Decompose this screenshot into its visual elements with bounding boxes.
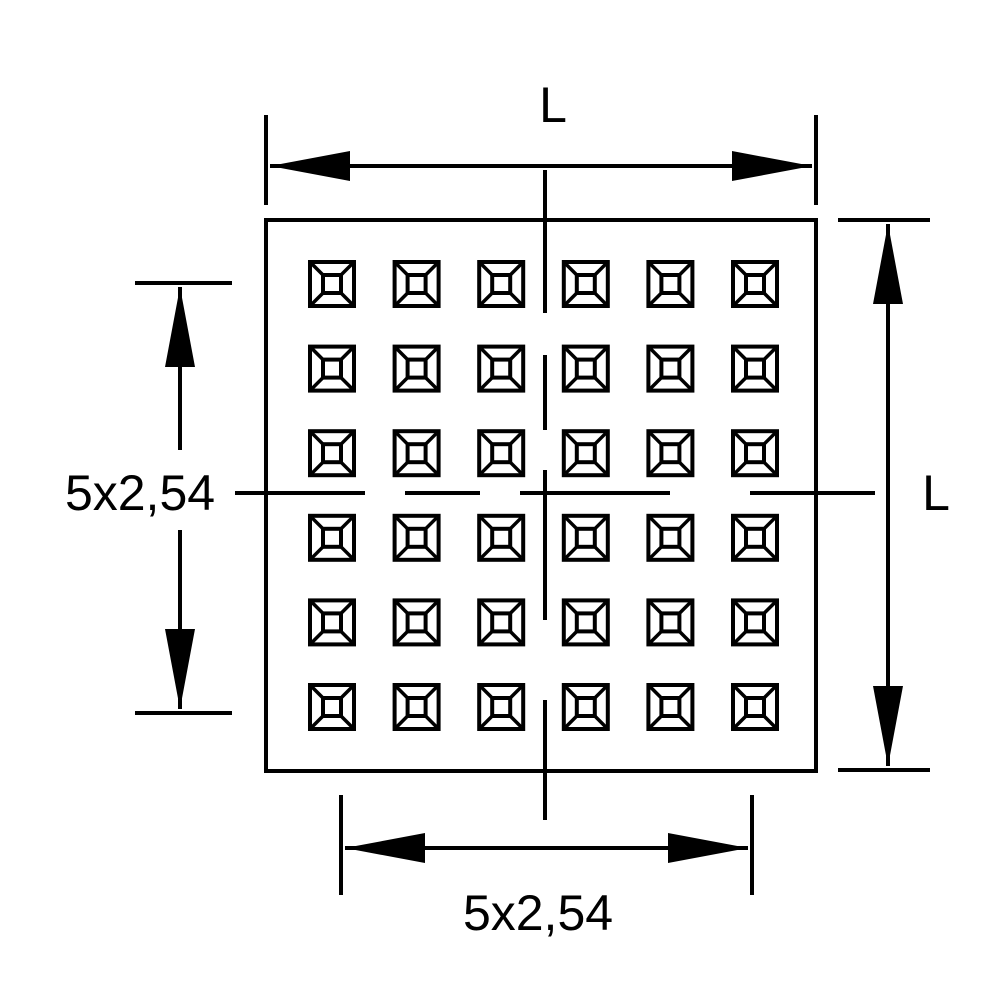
pad: [561, 344, 610, 393]
pad: [308, 683, 356, 731]
pad: [646, 598, 695, 647]
pad-grid: [308, 260, 779, 731]
pad: [646, 260, 695, 308]
pad: [731, 598, 779, 647]
pad: [477, 683, 526, 731]
pad: [477, 429, 526, 478]
pad: [561, 429, 610, 478]
pad: [561, 513, 610, 562]
bottom-dimension-label: 5x2,54: [463, 885, 613, 941]
top-dimension-label: L: [539, 77, 567, 133]
pad: [308, 260, 356, 308]
pad: [477, 260, 526, 308]
pad: [392, 429, 441, 478]
pad: [731, 260, 779, 308]
pad: [477, 344, 526, 393]
pad: [392, 513, 441, 562]
pad: [392, 260, 441, 308]
pad: [308, 344, 356, 393]
pad: [561, 683, 610, 731]
pad: [646, 429, 695, 478]
pad: [561, 598, 610, 647]
pad: [308, 598, 356, 647]
pad: [308, 429, 356, 478]
pad: [308, 513, 356, 562]
pad: [477, 598, 526, 647]
left-dimension-label: 5x2,54: [65, 465, 215, 521]
pad: [392, 598, 441, 647]
pad: [392, 683, 441, 731]
pad: [731, 344, 779, 393]
pad: [392, 344, 441, 393]
pad: [646, 513, 695, 562]
package-outline: [264, 218, 818, 773]
pad: [731, 513, 779, 562]
pad: [731, 429, 779, 478]
pad: [646, 683, 695, 731]
pad: [731, 683, 779, 731]
right-dimension-label: L: [922, 465, 950, 521]
pad: [477, 513, 526, 562]
pad: [561, 260, 610, 308]
pad: [646, 344, 695, 393]
